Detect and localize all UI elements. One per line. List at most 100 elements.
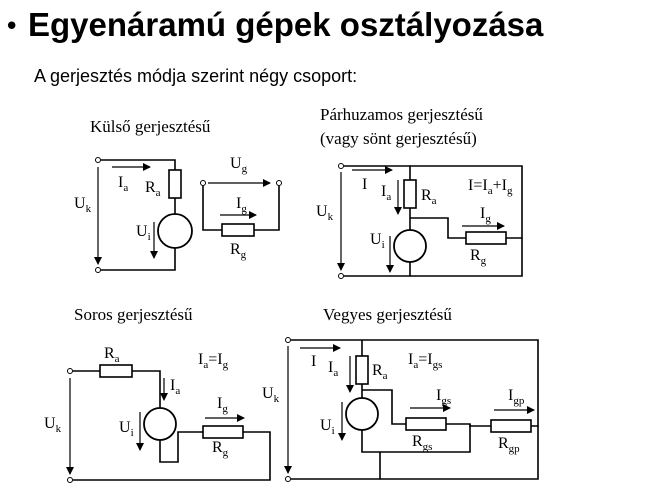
terminal <box>338 163 344 169</box>
terminal <box>95 267 101 273</box>
heading-parhuzamos-1: Párhuzamos gerjesztésű <box>320 105 483 124</box>
wire <box>410 165 523 239</box>
label-i: I <box>311 353 316 370</box>
wire <box>410 217 466 239</box>
svg-text:Rg: Rg <box>470 247 487 267</box>
resistor-ra <box>99 364 133 378</box>
label-ia: I <box>170 377 175 394</box>
label-ra-sub: a <box>156 187 161 199</box>
label-eq-ia: I <box>198 351 203 368</box>
label-ig-sub: g <box>222 403 228 415</box>
diagram-vegyes-gerjesztesu: Vegyes gerjesztésű I Uk Ia Ra Ia=Igs Igs… <box>262 305 539 482</box>
svg-text:Ra: Ra <box>372 362 388 382</box>
svg-text:Rg: Rg <box>230 241 247 261</box>
label-igs: I <box>436 387 441 404</box>
machine-armature <box>143 407 177 441</box>
terminal <box>285 337 291 343</box>
label-eq-a: a <box>203 359 208 371</box>
label-ug: U <box>230 155 242 172</box>
svg-text:Rg: Rg <box>212 439 229 459</box>
resistor-ra <box>355 355 369 385</box>
label-eq-eq: =I <box>208 351 222 368</box>
svg-text:Rgp: Rgp <box>498 435 520 455</box>
label-ia-sub: a <box>333 367 338 379</box>
svg-text:Ra: Ra <box>421 187 437 207</box>
label-ig: I <box>480 205 485 222</box>
diagram-kulso-gerjesztesu: Külső gerjesztésű Uk Ia Ra Ui Ug Ig Rg <box>74 117 282 273</box>
heading-soros: Soros gerjesztésű <box>74 305 193 324</box>
wire <box>202 186 222 231</box>
heading-vegyes: Vegyes gerjesztésű <box>323 305 452 324</box>
wire <box>380 426 539 480</box>
svg-text:Uk: Uk <box>316 203 334 223</box>
label-uk-sub: k <box>56 423 62 435</box>
wire <box>344 262 411 277</box>
wire <box>73 431 271 481</box>
svg-text:Rgs: Rgs <box>412 433 432 453</box>
machine-armature <box>393 229 427 263</box>
diagram-parhuzamos-gerjesztesu: Párhuzamos gerjesztésű (vagy sönt gerjes… <box>316 105 523 279</box>
label-ra: R <box>145 179 156 196</box>
label-eq-gs: gs <box>433 359 443 371</box>
label-uk: U <box>74 195 86 212</box>
resistor-rgp <box>490 419 532 433</box>
label-eq-i: I=I <box>468 177 488 194</box>
label-rgp: R <box>498 435 509 452</box>
svg-text:Uk: Uk <box>74 195 92 215</box>
label-ug-sub: g <box>242 163 248 175</box>
label-ia-sub: a <box>123 182 128 194</box>
slide-subtitle: A gerjesztés módja szerint négy csoport: <box>34 66 358 86</box>
label-rg: R <box>470 247 481 264</box>
label-ui-sub: i <box>332 425 335 437</box>
svg-text:Ug: Ug <box>230 155 248 175</box>
svg-text:I=Ia+Ig: I=Ia+Ig <box>468 177 513 197</box>
label-rg-sub: g <box>241 249 247 261</box>
label-eq-eq: =I <box>418 351 432 368</box>
svg-text:Ig: Ig <box>480 205 491 225</box>
label-eq-g: g <box>223 359 229 371</box>
label-rg: R <box>212 439 223 456</box>
label-eq-plus: +I <box>493 177 507 194</box>
label-eq-a: a <box>488 185 493 197</box>
terminal <box>67 477 73 483</box>
label-uk: U <box>316 203 328 220</box>
svg-text:Ui: Ui <box>320 417 335 437</box>
svg-text:Ui: Ui <box>370 231 385 251</box>
terminal <box>95 157 101 163</box>
label-ia-sub: a <box>175 385 180 397</box>
svg-text:Uk: Uk <box>262 385 280 405</box>
svg-text:Ia=Ig: Ia=Ig <box>198 351 229 371</box>
svg-text:Ig: Ig <box>236 195 247 215</box>
wire <box>344 165 411 180</box>
svg-text:Uk: Uk <box>44 415 62 435</box>
resistor-rg <box>221 223 255 237</box>
wire <box>101 248 176 271</box>
heading-kulso: Külső gerjesztésű <box>90 117 211 136</box>
diagram-soros-gerjesztesu: Soros gerjesztésű Ra Ia=Ig Uk Ia Ui Ig R… <box>44 305 271 483</box>
label-ra-sub: a <box>383 370 388 382</box>
label-rg: R <box>230 241 241 258</box>
label-uk: U <box>262 385 274 402</box>
wire <box>101 159 176 170</box>
svg-text:Igp: Igp <box>508 387 525 407</box>
label-ia-sub: a <box>386 191 391 203</box>
label-ig-sub: g <box>485 213 491 225</box>
svg-text:Ia: Ia <box>118 174 128 194</box>
svg-text:Ia: Ia <box>170 377 180 397</box>
terminal <box>67 368 73 374</box>
label-igp-sub: gp <box>513 395 525 407</box>
svg-text:Ra: Ra <box>145 179 161 199</box>
label-ui: U <box>136 223 148 240</box>
label-uk-sub: k <box>328 211 334 223</box>
wire <box>254 186 280 231</box>
label-ui: U <box>119 419 131 436</box>
label-ig: I <box>236 195 241 212</box>
terminal <box>285 476 291 482</box>
svg-text:Ig: Ig <box>217 395 228 415</box>
slide-title: Egyenáramú gépek osztályozása <box>28 6 544 43</box>
label-ui-sub: i <box>382 239 385 251</box>
label-ra-sub: a <box>432 195 437 207</box>
label-eq-g: g <box>507 185 513 197</box>
wire <box>132 370 161 408</box>
